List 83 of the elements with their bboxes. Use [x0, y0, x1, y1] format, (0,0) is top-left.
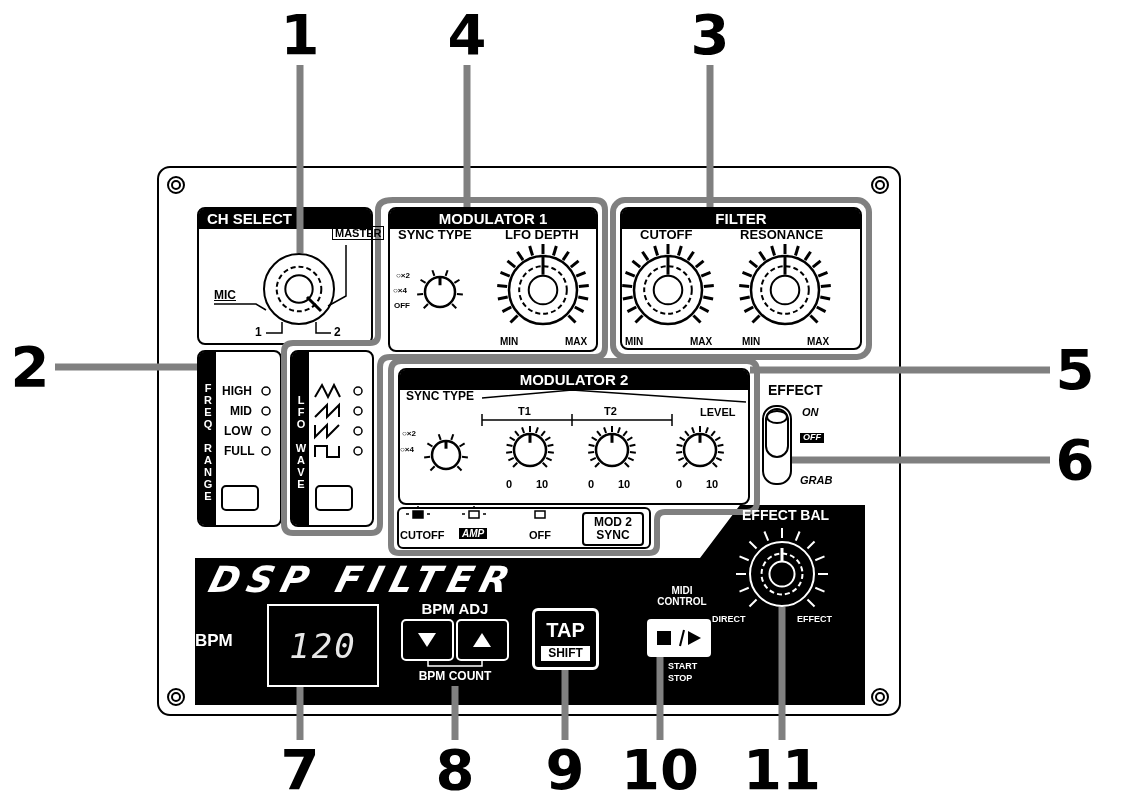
mode-label: AMP [459, 528, 488, 539]
position-label: OFF [800, 433, 824, 443]
leader-line [561, 670, 569, 740]
leader-line [451, 686, 459, 740]
leader-line [296, 687, 304, 740]
position-label: GRAB [800, 474, 833, 487]
vertical-title: FREQ RANGE [199, 352, 216, 525]
leader-line [750, 366, 1050, 374]
display-digits: 120 [288, 628, 358, 664]
button-caption: TAP [545, 619, 586, 641]
leader-line [778, 607, 786, 740]
callout-number: 11 [737, 740, 827, 800]
scale-label: 10 [706, 478, 719, 491]
control-label: SYNC TYPE [398, 228, 472, 243]
range-label: HIGH [222, 385, 252, 399]
range-label: LOW [224, 425, 252, 439]
section-title: MODULATOR 1 [390, 209, 596, 229]
scale-label: 0 [506, 478, 513, 491]
scale-label: MAX [690, 336, 713, 347]
button-caption: BPM COUNT [417, 668, 493, 684]
scale-label: 10 [618, 478, 631, 491]
control-label: BPM [195, 632, 233, 651]
scale-label: MIN [625, 336, 644, 347]
scale-label: ○×4 [400, 446, 414, 455]
control-label: CUTOFF [640, 228, 693, 243]
scale-label: MIN [742, 336, 761, 347]
button-caption: BPM ADJ [420, 601, 490, 617]
control-label: SYNC TYPE [406, 390, 474, 404]
control-label: LEVEL [700, 406, 736, 419]
panel-title: DSP FILTER [204, 560, 522, 600]
scale-label: MAX [807, 336, 830, 347]
selector-knob [263, 253, 335, 325]
callout-number: 9 [535, 740, 595, 800]
mode-label: OFF [529, 529, 551, 542]
tap-button [532, 608, 599, 670]
callout-number: 6 [1050, 430, 1100, 490]
scale-label: ○×2 [396, 272, 410, 281]
scale-label: MAX [565, 336, 588, 347]
position-label: MIC [214, 289, 236, 303]
control-section [398, 368, 750, 505]
scale-label: 0 [588, 478, 595, 491]
control-label: EFFECT [768, 383, 823, 399]
control-label: LFO DEPTH [505, 228, 579, 243]
scale-label: 0 [676, 478, 683, 491]
callout-number: 2 [5, 337, 55, 397]
control-label: T2 [604, 405, 617, 418]
control-label: MIDI CONTROL [656, 585, 708, 607]
scale-label: ○×4 [393, 287, 407, 296]
callout-number: 3 [680, 5, 740, 65]
range-label: FULL [224, 445, 255, 459]
section-title: CH SELECT [199, 209, 371, 229]
callout-number: 8 [425, 740, 485, 800]
status-label: STOP [668, 674, 693, 684]
callout-number: 4 [437, 5, 497, 65]
position-label: 2 [334, 326, 341, 340]
led-display [267, 604, 379, 687]
leader-line [656, 657, 664, 740]
position-label: ON [802, 406, 819, 419]
position-label: 1 [255, 326, 262, 340]
control-label: RESONANCE [740, 228, 824, 243]
section-title: FILTER [622, 209, 860, 229]
range-label: MID [230, 405, 252, 419]
scale-label: MIN [500, 336, 519, 347]
toggle-switch [762, 405, 792, 485]
status-label: START [668, 662, 698, 672]
sync-button: MOD 2 SYNC [582, 512, 644, 547]
scale-label: DIRECT [712, 615, 746, 625]
callout-number: 10 [615, 740, 705, 800]
shift-tag: SHIFT [541, 646, 590, 661]
callout-number: 7 [270, 740, 330, 800]
scale-label: OFF [394, 302, 410, 311]
vertical-title: LFO WAVE [292, 352, 309, 525]
control-label: EFFECT BAL [742, 508, 830, 524]
control-label: T1 [518, 405, 531, 418]
scale-label: ○×2 [402, 430, 416, 439]
callout-number: 1 [270, 5, 330, 65]
callout-number: 5 [1050, 340, 1100, 400]
transport-button [647, 619, 711, 657]
scale-label: 10 [536, 478, 549, 491]
mode-label: CUTOFF [400, 529, 445, 542]
scale-label: EFFECT [797, 615, 832, 625]
rotary-knob [749, 541, 815, 607]
section-title: MODULATOR 2 [400, 370, 748, 390]
